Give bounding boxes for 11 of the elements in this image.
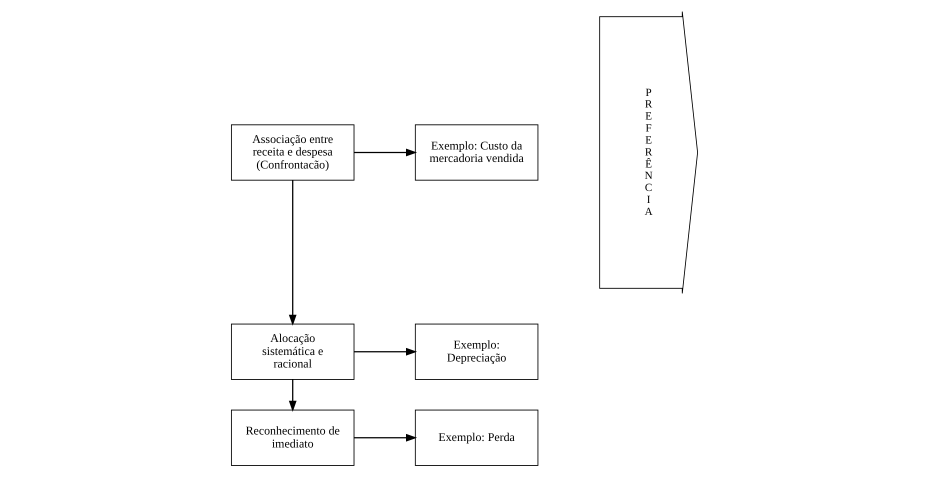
arrow [354, 348, 417, 356]
node-box: Exemplo: Custo da mercadoria vendida [414, 124, 538, 181]
node-box: Reconhecimento de imediato [230, 410, 354, 466]
node-box: Associação entre receita e despesa (Confrontacão) [230, 124, 354, 181]
node-box: Exemplo: Depreciação [414, 324, 538, 380]
node-box: Alocação sistemática e racional [230, 324, 354, 380]
arrow [354, 434, 417, 442]
arrow [354, 148, 417, 156]
arrow [288, 180, 296, 326]
arrow [288, 380, 296, 412]
node-box: Exemplo: Perda [414, 410, 538, 466]
